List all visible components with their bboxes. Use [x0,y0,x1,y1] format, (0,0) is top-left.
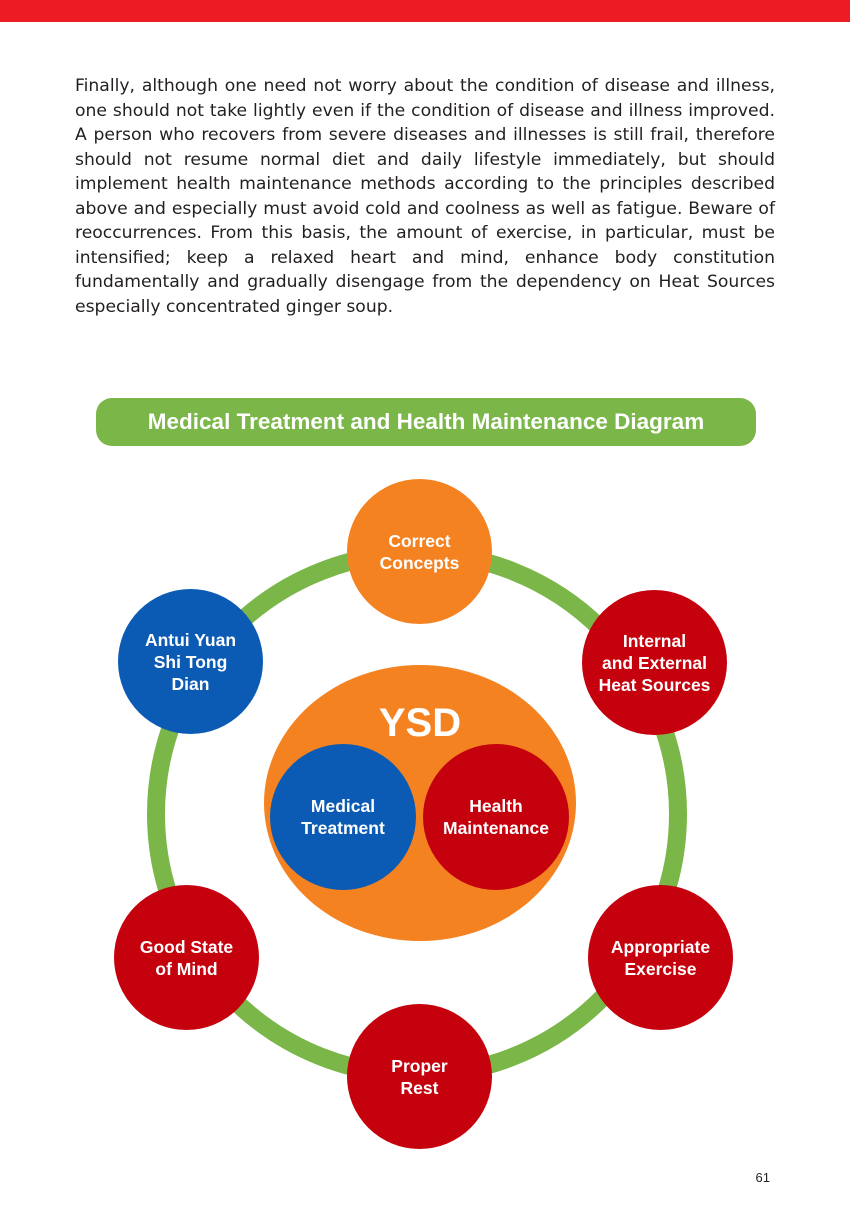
ysd-label: YSD [378,701,462,745]
node-correct-concepts-label: Correct Concepts [379,530,460,573]
page-number: 61 [755,1170,770,1185]
health-maintenance-circle: Health Maintenance [423,744,569,890]
node-good-state-of-mind-label: Good State of Mind [139,936,234,979]
diagram-title: Medical Treatment and Health Maintenance… [96,398,756,446]
node-appropriate-exercise-label: Appropriate Exercise [610,936,711,979]
body-paragraph: Finally, although one need not worry abo… [75,76,775,317]
node-proper-rest: Proper Rest [347,1004,492,1149]
node-antui: Antui Yuan Shi Tong Dian [118,589,263,734]
node-good-state-of-mind: Good State of Mind [114,885,259,1030]
top-red-bar [0,0,850,22]
node-heat-sources: Internal and External Heat Sources [582,590,727,735]
medical-treatment-circle: Medical Treatment [270,744,416,890]
medical-treatment-label: Medical Treatment [301,796,385,838]
health-maintenance-label: Health Maintenance [443,796,549,838]
node-proper-rest-label: Proper Rest [391,1055,448,1098]
node-antui-label: Antui Yuan Shi Tong Dian [144,629,237,694]
node-appropriate-exercise: Appropriate Exercise [588,885,733,1030]
node-correct-concepts: Correct Concepts [347,479,492,624]
node-heat-sources-label: Internal and External Heat Sources [598,630,711,695]
